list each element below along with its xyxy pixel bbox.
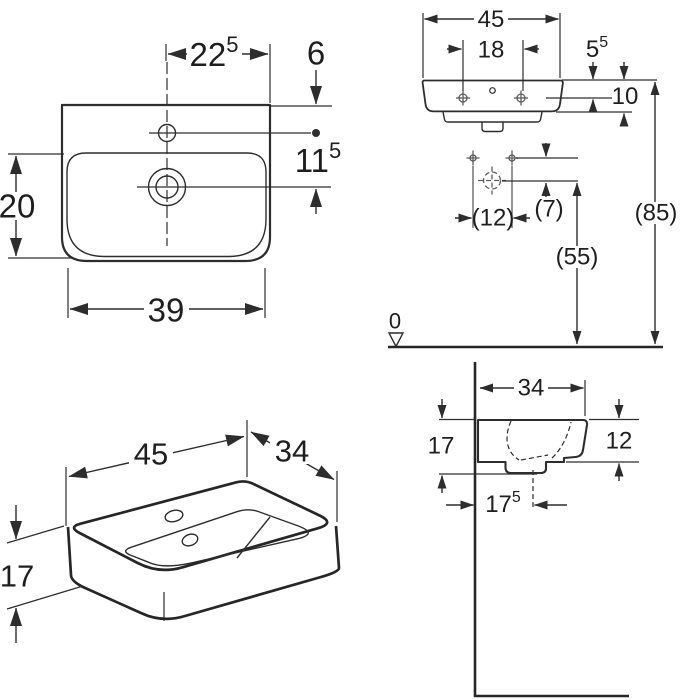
- bowl-hidden-line: [506, 420, 520, 461]
- dim-label-12-paren: (12): [472, 205, 515, 232]
- datum-level-icon: 0: [387, 309, 405, 349]
- dim-label-5-5: 55: [586, 34, 608, 63]
- basin-outer-outline: [60, 103, 272, 263]
- basin-left-edge: [66, 526, 73, 576]
- datum-label-0: 0: [389, 309, 401, 334]
- dim-label-20: 20: [0, 188, 35, 225]
- iso-view: 45 34 17: [0, 420, 341, 643]
- dim-label-39: 39: [148, 292, 185, 329]
- dim-34-iso: 34: [250, 431, 338, 522]
- dim-11-5: 115: [295, 138, 342, 214]
- screw-fixing-icon: [514, 90, 528, 106]
- dim-label-7-paren: (7): [534, 196, 563, 223]
- basin-bottom-outline: [69, 525, 341, 621]
- dim-22-5: 225: [165, 32, 271, 103]
- dim-6: 6: [270, 35, 332, 107]
- dim-label-34-iso: 34: [275, 434, 309, 469]
- dim-18: 18: [447, 37, 539, 91]
- dim-label-34-side: 34: [518, 375, 545, 402]
- dim-85-paren: (85): [630, 81, 682, 345]
- basin-side-profile: [476, 418, 589, 475]
- dim-45-iso: 45: [65, 420, 248, 526]
- trap-cover-front: [481, 122, 504, 133]
- bowl-opening: [124, 509, 309, 567]
- bowl-hidden-line: [551, 421, 572, 459]
- dim-12-side: 12: [566, 399, 639, 481]
- drain-icon: [181, 533, 199, 547]
- waste-pipe-icon: [478, 166, 506, 195]
- dim-10: 10: [612, 62, 639, 127]
- dim-label-85-paren: (85): [635, 200, 678, 227]
- dim-label-17-side: 17: [428, 433, 455, 460]
- basin-under-step: [442, 111, 543, 123]
- side-view: 34 17 12 175: [428, 362, 639, 698]
- dim-34-side: 34: [479, 375, 586, 416]
- dim-label-45-front: 45: [478, 6, 505, 33]
- dim-7-paren: (7): [502, 143, 578, 223]
- dim-label-18: 18: [478, 37, 505, 64]
- basin-rim-outline: [72, 480, 329, 572]
- dim-5-5: 55: [586, 34, 608, 113]
- dim-label-55-paren: (55): [556, 244, 599, 271]
- dim-39: 39: [67, 268, 266, 329]
- bowl-edge-highlight: [236, 516, 271, 559]
- dim-label-17-iso: 17: [0, 559, 34, 594]
- dim-label-22-5: 225: [190, 32, 239, 73]
- bowl-hidden-line: [520, 454, 549, 461]
- dim-label-17-5: 175: [485, 489, 521, 518]
- dim-label-11-5: 115: [295, 138, 342, 179]
- dim-label-6: 6: [307, 35, 325, 72]
- basin-front-outline: [421, 79, 564, 113]
- basin-inner-rim: [66, 152, 267, 258]
- dim-45-front: 45: [422, 6, 561, 78]
- dimension-dot: [312, 129, 320, 137]
- tap-hole-icon: [164, 509, 184, 523]
- dim-label-10: 10: [612, 83, 639, 110]
- top-view: 225 6 115 20 39: [0, 32, 341, 329]
- screw-fixing-icon: [456, 90, 470, 106]
- wall-fixing-icon: [466, 150, 480, 166]
- dim-12-paren: (12): [455, 205, 530, 232]
- front-view: 45 18 55 10: [387, 6, 682, 349]
- dim-label-12-side: 12: [606, 428, 633, 455]
- dim-17-side: 17: [428, 399, 537, 493]
- dim-label-45-iso: 45: [134, 437, 168, 472]
- dim-17-5: 175: [446, 489, 567, 518]
- dim-17-iso: 17: [0, 505, 84, 643]
- overflow-hole-icon: [489, 87, 496, 94]
- dim-20: 20: [0, 153, 73, 259]
- dim-55-paren: (55): [552, 182, 602, 345]
